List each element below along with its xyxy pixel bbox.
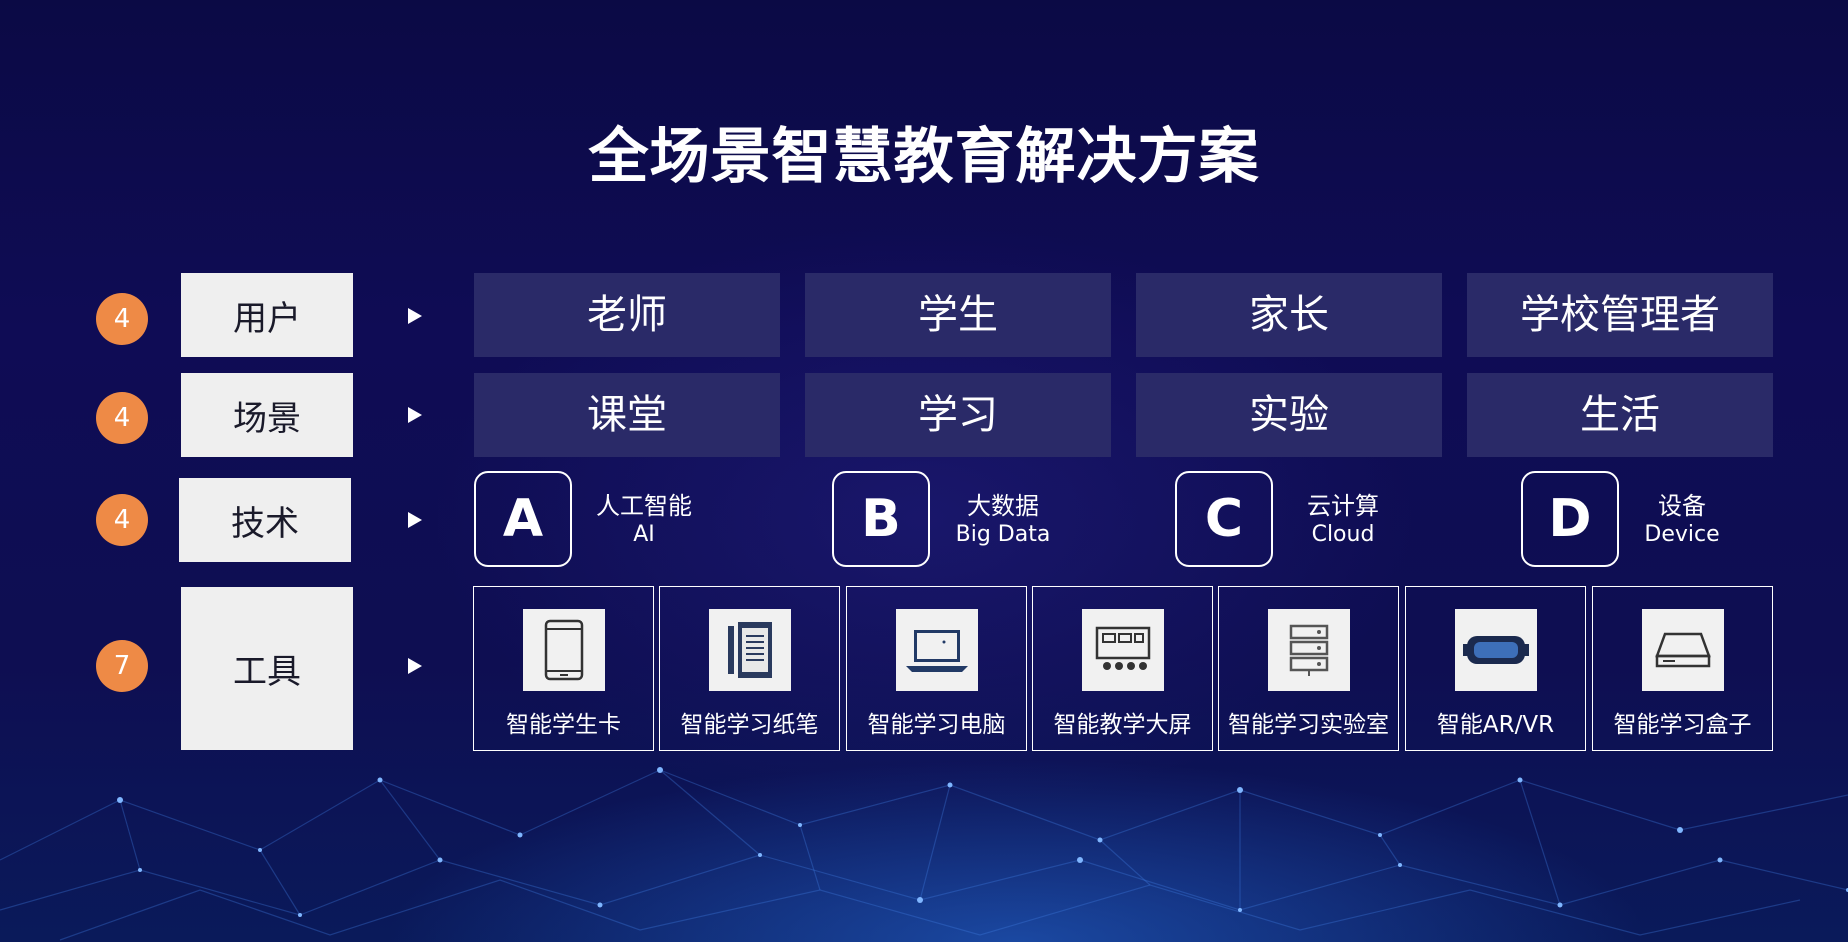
- tech-letter-c: C: [1175, 471, 1273, 567]
- tech-cn-label: 人工智能: [596, 492, 692, 520]
- tech-cloud: 云计算 Cloud: [1283, 491, 1403, 549]
- count-badge: 4: [96, 494, 148, 546]
- row-label-users: 用户: [181, 273, 353, 357]
- count-badge: 4: [96, 293, 148, 345]
- tech-big-data: 大数据 Big Data: [943, 491, 1063, 549]
- tablet-icon: [523, 609, 605, 691]
- user-school-admin: 学校管理者: [1467, 273, 1773, 357]
- display-screen-icon: [1082, 609, 1164, 691]
- tech-en-label: AI: [633, 522, 655, 547]
- tech-en-label: Big Data: [955, 522, 1051, 547]
- tech-letter-b: B: [832, 471, 930, 567]
- box-device-icon: [1642, 609, 1724, 691]
- tool-label: 智能教学大屏: [1053, 712, 1192, 738]
- user-teacher: 老师: [474, 273, 780, 357]
- tool-card-box: 智能学习盒子: [1592, 586, 1773, 751]
- scene-life: 生活: [1467, 373, 1773, 457]
- scene-study: 学习: [805, 373, 1111, 457]
- network-background-decoration: [0, 767, 1848, 941]
- arrow-right-icon: [408, 658, 422, 674]
- tech-en-label: Device: [1644, 522, 1720, 547]
- tool-label: 智能学习盒子: [1613, 712, 1752, 738]
- arrow-right-icon: [408, 308, 422, 324]
- tool-card-ar-vr: 智能AR/VR: [1405, 586, 1586, 751]
- tool-label: 智能学习实验室: [1228, 712, 1389, 738]
- tool-label: 智能学习纸笔: [680, 712, 819, 738]
- arrow-right-icon: [408, 407, 422, 423]
- user-student: 学生: [805, 273, 1111, 357]
- scene-experiment: 实验: [1136, 373, 1442, 457]
- tool-card-student-card: 智能学生卡: [473, 586, 654, 751]
- row-label-tools: 工具: [181, 587, 353, 750]
- tech-letter-d: D: [1521, 471, 1619, 567]
- arrow-right-icon: [408, 512, 422, 528]
- server-rack-icon: [1268, 609, 1350, 691]
- tool-card-laptop: 智能学习电脑: [846, 586, 1027, 751]
- page-title: 全场景智慧教育解决方案: [588, 122, 1260, 192]
- tech-letter-a: A: [474, 471, 572, 567]
- tool-label: 智能AR/VR: [1436, 712, 1555, 738]
- tool-label: 智能学生卡: [506, 712, 621, 738]
- tool-card-lab: 智能学习实验室: [1218, 586, 1399, 751]
- count-badge: 4: [96, 392, 148, 444]
- tool-card-display: 智能教学大屏: [1032, 586, 1213, 751]
- vr-headset-icon: [1455, 609, 1537, 691]
- tool-card-pen-paper: 智能学习纸笔: [659, 586, 840, 751]
- tool-label: 智能学习电脑: [867, 712, 1006, 738]
- tech-en-label: Cloud: [1311, 522, 1375, 547]
- tech-cn-label: 云计算: [1307, 492, 1379, 520]
- row-label-technology: 技术: [179, 478, 351, 562]
- notebook-icon: [709, 609, 791, 691]
- tech-cn-label: 设备: [1658, 492, 1706, 520]
- scene-classroom: 课堂: [474, 373, 780, 457]
- row-label-scenes: 场景: [181, 373, 353, 457]
- tech-cn-label: 大数据: [967, 492, 1039, 520]
- user-parent: 家长: [1136, 273, 1442, 357]
- count-badge: 7: [96, 640, 148, 692]
- laptop-icon: [896, 609, 978, 691]
- tech-ai: 人工智能 AI: [584, 491, 704, 549]
- tech-device: 设备 Device: [1622, 491, 1742, 549]
